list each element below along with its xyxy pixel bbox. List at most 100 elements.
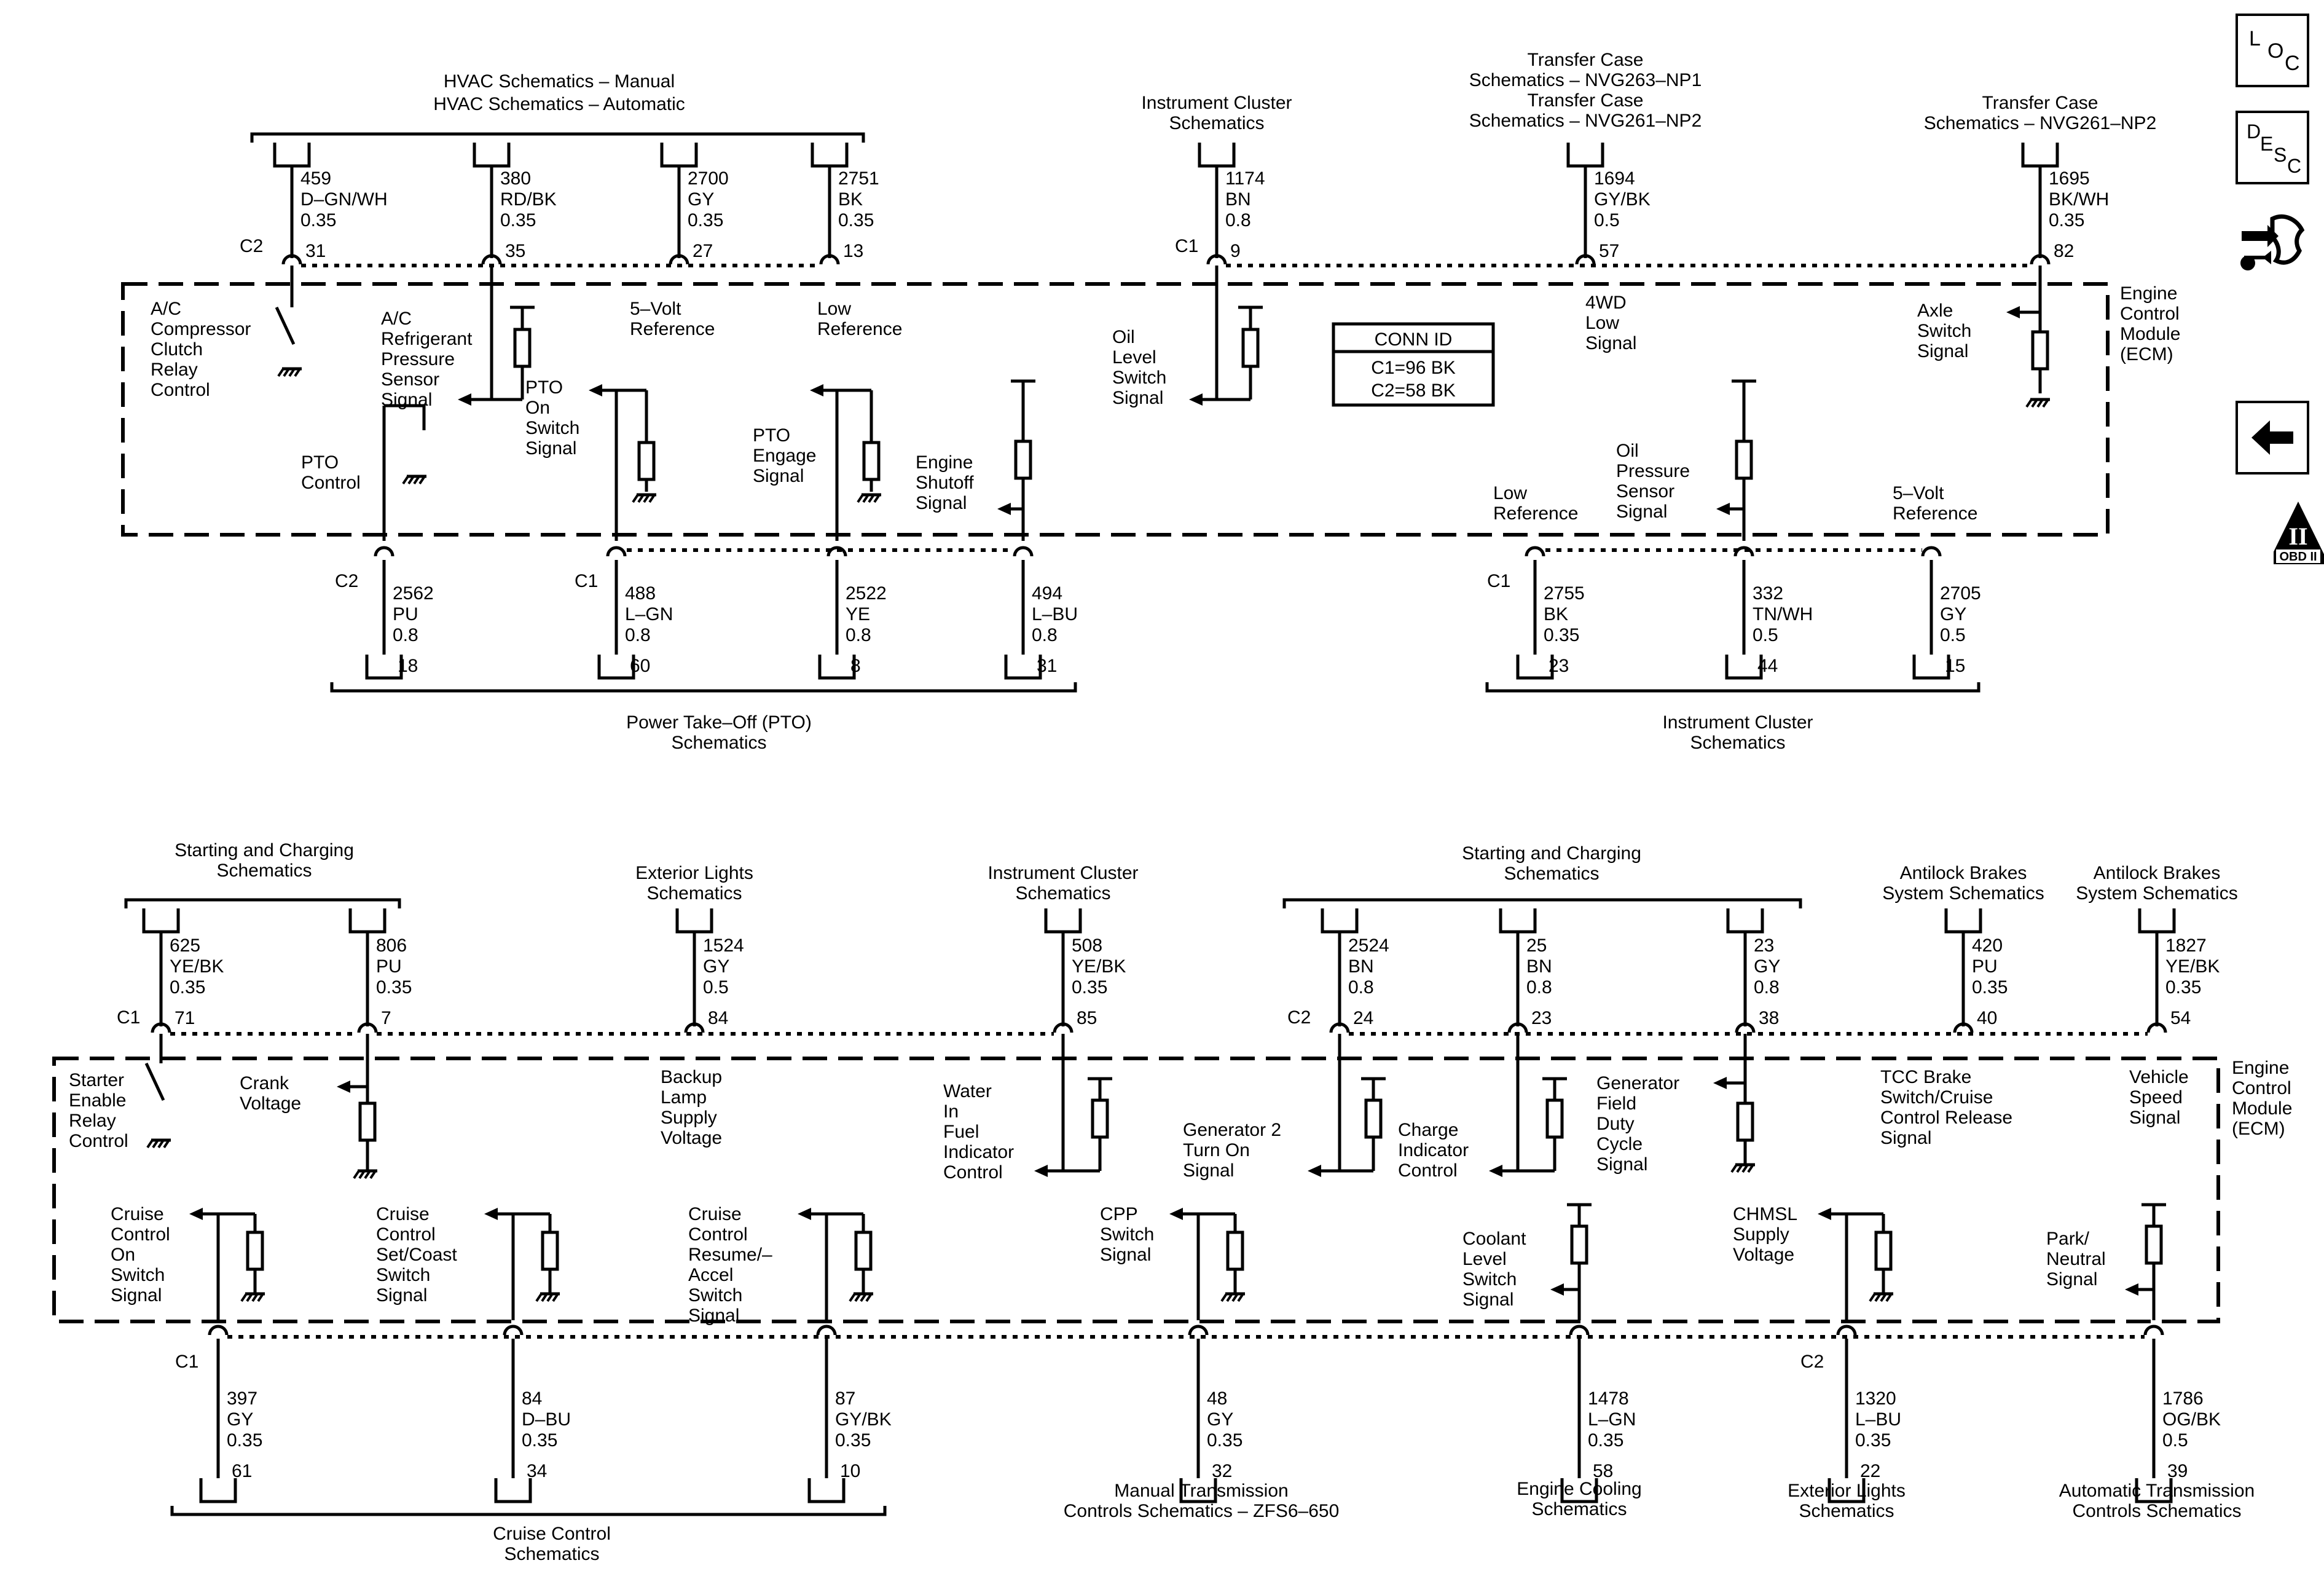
loc-c: C (2285, 52, 2300, 75)
pin-cavity-icon (1525, 546, 1545, 557)
pin-number: 82 (2054, 241, 2074, 261)
pullup-resistor-icon (541, 1231, 559, 1271)
signal-tcc-brake: TCC Brake (1880, 1067, 1971, 1087)
signal-coolant-level: Coolant (1462, 1229, 1526, 1249)
pin-cavity-icon (1013, 546, 1034, 557)
start-charge-bracket-1 (124, 898, 401, 908)
pin-cavity-icon (1329, 1022, 1350, 1033)
harness-terminal-icon (1516, 655, 1554, 680)
wire-spec: BK/WH (2049, 189, 2109, 210)
connector-end-view-icon[interactable] (2236, 208, 2309, 282)
wire-spec: 625 (170, 935, 200, 956)
pullup-resistor-icon (358, 1101, 377, 1142)
ecm-label: Control (2232, 1078, 2291, 1098)
signal-chmsl: Supply (1733, 1224, 1789, 1245)
wire-spec: 0.35 (227, 1430, 262, 1451)
ground-icon (632, 493, 656, 503)
signal-ac-refrig: Refrigerant (381, 329, 473, 349)
signal-chmsl: CHMSL (1733, 1204, 1797, 1224)
signal-water-in-fuel: In (943, 1101, 959, 1122)
pin-cavity-icon (1921, 546, 1942, 557)
signal-tcc-brake: Control Release (1880, 1108, 2012, 1128)
signal-arrow-icon (1189, 393, 1203, 406)
dest-manual-transmission: Manual Transmission (1114, 1481, 1288, 1501)
wire-spec: GY (1940, 604, 1966, 624)
signal-cpp-switch: Switch (1100, 1224, 1154, 1245)
dest-transfer-case-1: Transfer Case (1528, 90, 1644, 111)
pin-cavity-icon (1733, 546, 1754, 557)
signal-crank-voltage: Crank (240, 1073, 289, 1093)
signal-oil-level: Oil (1112, 327, 1135, 347)
signal-chmsl: Voltage (1733, 1245, 1794, 1265)
pin-cavity-icon (1188, 1325, 1209, 1336)
description-button[interactable]: D E S C (2236, 111, 2309, 184)
wire-spec: 0.35 (835, 1430, 871, 1451)
pullup-resistor-icon (1241, 328, 1260, 368)
signal-ac-clutch: Control (151, 380, 210, 400)
conn-id-c2: C2=58 BK (1371, 380, 1456, 401)
signal-generator-field: Signal (1596, 1154, 1647, 1175)
obd-ii-badge[interactable]: II OBD II (2267, 497, 2324, 570)
wire-spec: 84 (522, 1388, 542, 1409)
harness-terminal-icon (1912, 655, 1950, 680)
signal-water-in-fuel: Indicator (943, 1142, 1014, 1162)
signal-backup-lamp: Lamp (661, 1087, 707, 1108)
desc-s: S (2274, 144, 2287, 166)
connector-c1-label: C1 (575, 571, 598, 591)
signal-4wd-low: 4WD (1585, 293, 1627, 313)
wire-spec: BN (1225, 189, 1251, 210)
pin-number: 13 (843, 241, 863, 261)
pin-number: 7 (381, 1008, 391, 1028)
signal-pto-on: PTO (525, 377, 563, 398)
signal-pto-engage: Engage (753, 446, 816, 466)
connector-c1-label: C1 (1175, 236, 1198, 256)
desc-d: D (2247, 120, 2261, 143)
harness-terminal-icon (675, 908, 713, 934)
pin-cavity-icon (1735, 1022, 1756, 1033)
dest-abs-1: System Schematics (1882, 883, 2044, 904)
wire-spec: 0.8 (1348, 977, 1374, 998)
back-button[interactable] (2236, 401, 2309, 474)
pin-cavity-icon (1206, 254, 1227, 265)
signal-charge-indicator: Control (1398, 1160, 1458, 1181)
pin-cavity-icon (1575, 254, 1596, 265)
wire-spec: 1827 (2165, 935, 2207, 956)
dest-abs-2: Antilock Brakes (2094, 863, 2221, 883)
wire-spec: 0.5 (1753, 625, 1778, 645)
pin-cavity-icon (826, 546, 847, 557)
pullup-resistor-icon (1364, 1098, 1383, 1139)
pin-number: 60 (630, 656, 650, 676)
location-button[interactable]: L O C (2236, 14, 2309, 87)
pin-cavity-icon (816, 1325, 837, 1336)
wire-spec: 0.8 (1032, 625, 1058, 645)
dest-ic-top: Instrument Cluster (1141, 93, 1292, 113)
pullup-resistor-icon (1091, 1098, 1109, 1139)
wire-spec: 2700 (688, 168, 729, 189)
pullup-resistor-icon (246, 1231, 264, 1271)
signal-pto-control: PTO (301, 452, 339, 473)
signal-cruise-resume: Resume/– (688, 1245, 772, 1265)
wire-spec: GY (1207, 1409, 1233, 1430)
pin-number: 40 (1977, 1008, 1997, 1028)
signal-arrow-icon (1716, 503, 1730, 515)
connector-c2-label: C2 (1800, 1352, 1824, 1372)
pin-cavity-icon (151, 1022, 171, 1033)
wire-spec: L–BU (1855, 1409, 1901, 1430)
wire-spec: 0.35 (376, 977, 412, 998)
wire-spec: 0.35 (500, 210, 536, 230)
signal-4wd-low: Signal (1585, 333, 1636, 353)
signal-low-ref: Low (817, 299, 851, 319)
wire-spec: 488 (625, 583, 656, 604)
wire-spec: L–BU (1032, 604, 1078, 624)
signal-axle-switch: Axle (1917, 301, 1953, 321)
harness-terminal-icon (273, 143, 311, 168)
ground-icon (402, 474, 426, 485)
